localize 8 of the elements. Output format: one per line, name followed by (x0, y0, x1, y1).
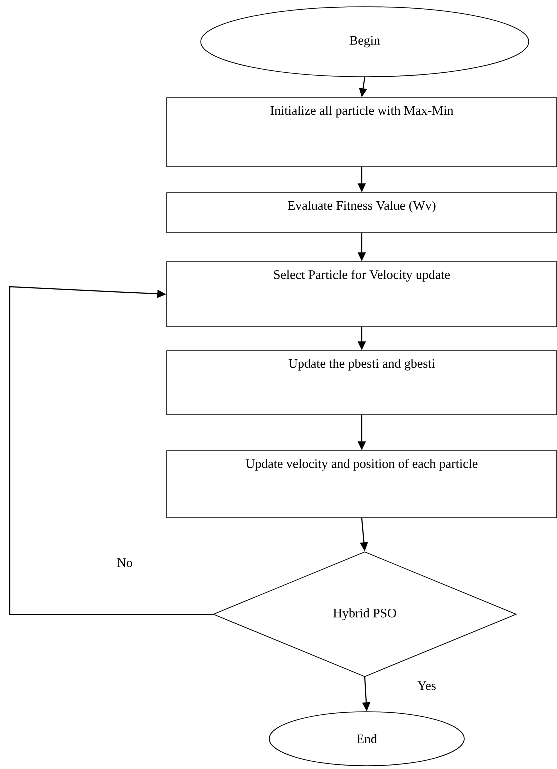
process-box: Update velocity and position of each particle (166, 450, 557, 518)
process-box: Initialize all particle with Max-Min (166, 98, 557, 168)
process-box: Evaluate Fitness Value (Wv) (166, 192, 557, 234)
process-box: Update the pbesti and gbesti (166, 350, 557, 416)
process-box: Select Particle for Velocity update (166, 262, 557, 328)
edge-label: No (115, 556, 135, 570)
arrow (9, 286, 214, 616)
edge-label: Yes (416, 680, 438, 692)
